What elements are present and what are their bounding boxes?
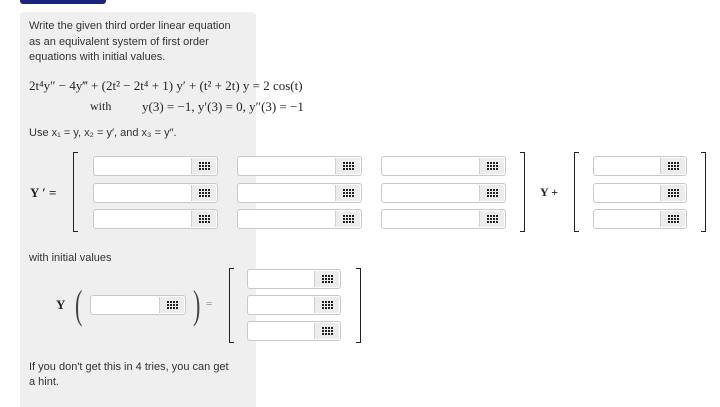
instruction-line-3: equations with initial values. bbox=[29, 51, 166, 63]
substitution-text: Use x₁ = y, x₂ = y′, and x₃ = y″. bbox=[29, 127, 177, 139]
initial-left-bracket bbox=[229, 268, 234, 343]
keypad-icon[interactable] bbox=[335, 158, 360, 174]
initial-input-1[interactable] bbox=[247, 269, 341, 289]
matrix-right-bracket bbox=[520, 152, 525, 232]
y-prime-label: Y ′ = bbox=[30, 185, 57, 200]
forcing-right-bracket bbox=[701, 152, 706, 232]
keypad-icon[interactable] bbox=[314, 271, 339, 287]
initial-input-3[interactable] bbox=[247, 321, 341, 341]
keypad-icon[interactable] bbox=[660, 185, 685, 201]
matrix-input-r2c3[interactable] bbox=[381, 183, 506, 203]
forcing-input-3[interactable] bbox=[593, 209, 687, 229]
keypad-icon[interactable] bbox=[159, 297, 184, 313]
forcing-input-1[interactable] bbox=[593, 156, 687, 176]
with-label: with bbox=[90, 99, 112, 113]
matrix-left-bracket bbox=[73, 152, 78, 232]
matrix-input-r3c2[interactable] bbox=[237, 209, 362, 229]
keypad-icon[interactable] bbox=[335, 211, 360, 227]
keypad-icon[interactable] bbox=[660, 211, 685, 227]
hint-line-2: a hint. bbox=[29, 376, 59, 388]
keypad-icon[interactable] bbox=[335, 185, 360, 201]
matrix-input-r2c1[interactable] bbox=[93, 183, 218, 203]
keypad-icon[interactable] bbox=[191, 158, 216, 174]
top-accent-bar bbox=[20, 0, 106, 4]
keypad-icon[interactable] bbox=[479, 211, 504, 227]
right-paren: ) bbox=[192, 282, 201, 327]
initial-right-bracket bbox=[356, 268, 361, 343]
matrix-input-r2c2[interactable] bbox=[237, 183, 362, 203]
differential-equation: 2t⁴y″ − 4y‴ + (2t² − 2t⁴ + 1) y′ + (t² +… bbox=[29, 78, 303, 93]
initial-arg-input[interactable] bbox=[90, 295, 186, 315]
instruction-line-2: as an equivalent system of first order bbox=[29, 36, 209, 48]
instruction-line-1: Write the given third order linear equat… bbox=[29, 20, 231, 32]
keypad-icon[interactable] bbox=[479, 185, 504, 201]
matrix-input-r3c3[interactable] bbox=[381, 209, 506, 229]
keypad-icon[interactable] bbox=[314, 297, 339, 313]
equals-sign: = bbox=[206, 298, 213, 310]
keypad-icon[interactable] bbox=[479, 158, 504, 174]
keypad-icon[interactable] bbox=[191, 211, 216, 227]
keypad-icon[interactable] bbox=[660, 158, 685, 174]
matrix-input-r3c1[interactable] bbox=[93, 209, 218, 229]
hint-line-1: If you don't get this in 4 tries, you ca… bbox=[29, 361, 229, 373]
keypad-icon[interactable] bbox=[191, 185, 216, 201]
matrix-input-r1c2[interactable] bbox=[237, 156, 362, 176]
forcing-left-bracket bbox=[574, 152, 579, 232]
y-initial-label: Y bbox=[56, 297, 66, 312]
initial-input-2[interactable] bbox=[247, 295, 341, 315]
forcing-input-2[interactable] bbox=[593, 183, 687, 203]
initial-conditions: y(3) = −1, y′(3) = 0, y″(3) = −1 bbox=[142, 99, 304, 114]
y-plus-label: Y + bbox=[540, 185, 559, 199]
matrix-input-r1c3[interactable] bbox=[381, 156, 506, 176]
initial-values-heading: with initial values bbox=[29, 252, 112, 264]
matrix-input-r1c1[interactable] bbox=[93, 156, 218, 176]
keypad-icon[interactable] bbox=[314, 323, 339, 339]
left-paren: ( bbox=[74, 282, 83, 327]
